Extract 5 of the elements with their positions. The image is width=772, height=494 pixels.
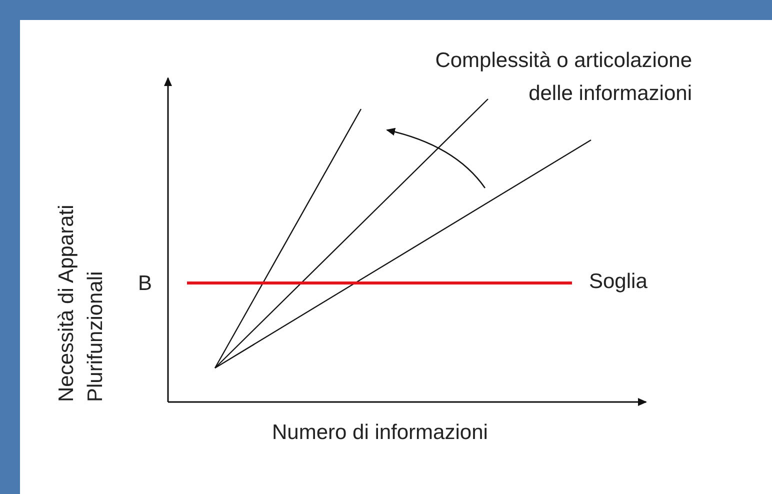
y-axis-title: Necessità di Apparati Plurifunzionali: [54, 204, 108, 402]
threshold-value-label: B: [138, 271, 152, 297]
line-group-label: Complessità o articolazione delle informazioni: [434, 48, 692, 107]
x-axis-title: Numero di informazioni: [272, 420, 488, 446]
threshold-label: Soglia: [589, 269, 648, 295]
